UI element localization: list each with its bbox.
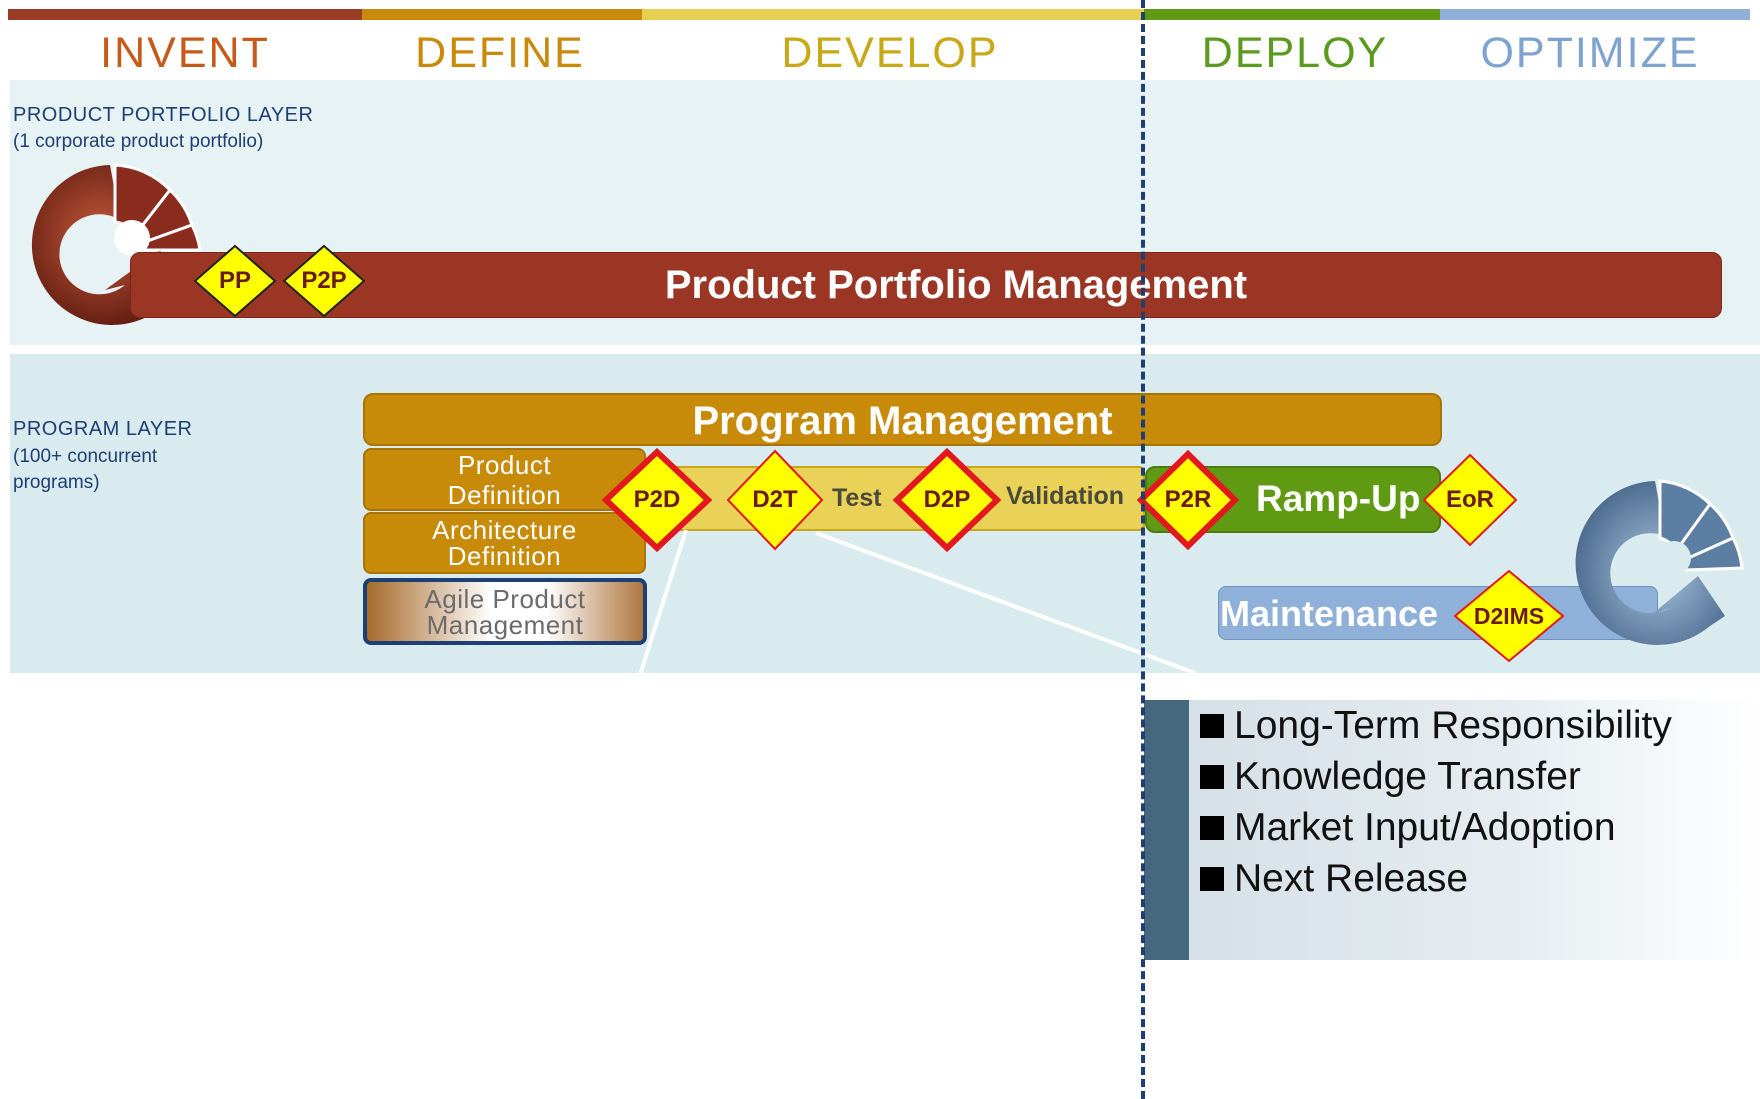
validation-label: Validation xyxy=(1006,482,1125,510)
program-layer-title: PROGRAM LAYER xyxy=(13,418,193,440)
gate-p2p: P2P xyxy=(282,244,366,318)
develop-track xyxy=(640,466,1145,531)
program-management-label: Program Management xyxy=(692,399,1113,443)
phase-bar-define xyxy=(362,9,642,20)
phase-label-define: DEFINE xyxy=(415,29,585,77)
callout-list: Long-Term Responsibility Knowledge Trans… xyxy=(1200,700,1672,904)
gate-p2r: P2R xyxy=(1137,450,1239,550)
maintenance-label: Maintenance xyxy=(1220,593,1439,634)
phase-label-develop: DEVELOP xyxy=(781,29,999,77)
rampup-label: Ramp-Up xyxy=(1256,478,1421,519)
phase-bar-deploy xyxy=(1144,9,1440,20)
bullet-square-icon xyxy=(1200,713,1224,738)
phase-label-optimize: OPTIMIZE xyxy=(1480,29,1700,77)
product-definition-line2: Definition xyxy=(447,479,562,510)
bullet-square-icon xyxy=(1200,815,1224,840)
phase-bar-invent xyxy=(8,9,362,20)
list-item: Knowledge Transfer xyxy=(1200,751,1672,802)
program-layer-subtitle-line2: programs) xyxy=(13,472,100,493)
architecture-definition-line1: Architecture xyxy=(432,515,577,545)
phase-label-deploy: DEPLOY xyxy=(1201,29,1389,77)
gate-pp: PP xyxy=(193,244,277,318)
portfolio-management-bar: Product Portfolio Management xyxy=(130,252,1722,318)
gate-d2t: D2T xyxy=(725,448,825,552)
bullet-square-icon xyxy=(1200,866,1224,891)
gate-d2ims: D2IMS xyxy=(1452,568,1566,664)
list-item: Market Input/Adoption xyxy=(1200,802,1672,853)
agile-line2: Management xyxy=(426,609,584,640)
program-management-bar: Program Management xyxy=(363,393,1442,446)
bullet-square-icon xyxy=(1200,764,1224,789)
gate-p2d: P2D xyxy=(602,448,712,552)
callout-accent-bar xyxy=(1144,700,1189,960)
phase-bar-optimize xyxy=(1440,9,1750,20)
phase-bar-develop xyxy=(642,9,1144,20)
list-item: Long-Term Responsibility xyxy=(1200,700,1672,751)
portfolio-layer-subtitle: (1 corporate product portfolio) xyxy=(13,131,264,152)
portfolio-layer-title: PRODUCT PORTFOLIO LAYER xyxy=(13,104,314,126)
portfolio-management-label: Product Portfolio Management xyxy=(664,263,1248,307)
phase-divider-dashed-line xyxy=(1141,0,1145,1099)
product-definition-line1: Product xyxy=(457,449,552,480)
optimize-cycle-arrow-icon xyxy=(1575,479,1744,645)
gate-eor: EoR xyxy=(1421,452,1519,548)
program-layer-subtitle-line1: (100+ concurrent xyxy=(13,446,158,467)
phase-label-invent: INVENT xyxy=(100,29,270,77)
list-item: Next Release xyxy=(1200,853,1672,904)
test-label: Test xyxy=(832,484,882,512)
agile-line1: Agile Product xyxy=(424,583,586,614)
gate-d2p: D2P xyxy=(893,448,1001,552)
architecture-definition-line2: Definition xyxy=(447,541,562,571)
callout-panel xyxy=(1144,700,1760,960)
